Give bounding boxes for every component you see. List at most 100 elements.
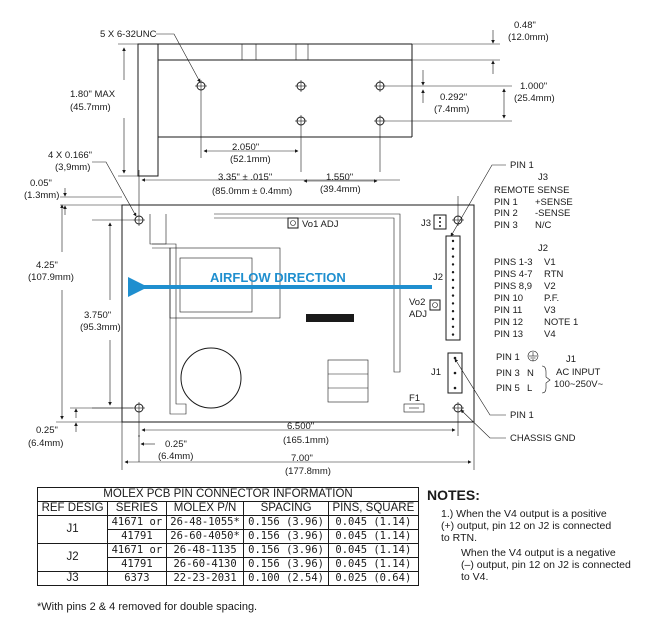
table-cell: 0.045 (1.14) <box>327 529 420 544</box>
bottom-in: 0.25" <box>36 425 58 436</box>
hole-x-in: 3.35" ± .015" <box>218 172 272 183</box>
j2-pin: PIN 10 <box>494 293 523 304</box>
table-cell: 0.156 (3.96) <box>243 543 329 558</box>
width-h-in: 4.25" <box>36 260 58 271</box>
table-cell: 26-48-1055* <box>165 515 245 530</box>
table-cell: 0.156 (3.96) <box>243 515 329 530</box>
edge-mm: (1.3mm) <box>24 190 59 201</box>
table-row: J2 41671 or 26-48-1135 0.156 (3.96) 0.04… <box>36 543 420 572</box>
right-mm: (25.4mm) <box>514 93 555 104</box>
j3-fn: +SENSE <box>535 197 573 208</box>
left-mm: (6.4mm) <box>158 451 193 462</box>
j2-label: J2 <box>433 272 443 283</box>
table-footnote: *With pins 2 & 4 removed for double spac… <box>37 601 258 613</box>
table-cell: 6373 <box>107 571 167 586</box>
j2-fn: V4 <box>544 329 556 340</box>
j3-pin: PIN 2 <box>494 208 518 219</box>
table-cell: 0.100 (2.54) <box>243 571 329 586</box>
notes-title: NOTES: <box>427 487 480 503</box>
mounting-hole <box>133 214 145 226</box>
length2-mm: (177.8mm) <box>285 466 331 477</box>
j2-pin-dot <box>451 271 455 274</box>
column-header: REF DESIG <box>36 501 109 516</box>
column-header: PINS, SQUARE <box>327 501 420 516</box>
j2-pin: PIN 12 <box>494 317 523 328</box>
table-cell: 41671 or <box>107 543 167 558</box>
j2-pin-dot <box>451 310 455 313</box>
column-header: SERIES <box>107 501 167 516</box>
bottom-mm: (6.4mm) <box>28 438 63 449</box>
j2-pin-dot <box>451 302 455 305</box>
ref-desig-cell: J2 <box>36 543 109 572</box>
j2-fn: V1 <box>544 257 556 268</box>
vo2-label-b: ADJ <box>409 309 427 320</box>
j2-pin: PINS 8,9 <box>494 281 532 292</box>
table-row: J3 6373 22-23-2031 0.100 (2.54) 0.025 (0… <box>36 571 420 586</box>
j2-pin-dot <box>451 255 455 258</box>
table-row: 41791 26-60-4130 0.156 (3.96) 0.045 (1.1… <box>38 557 420 572</box>
left-in: 0.25" <box>165 439 187 450</box>
screw-callout: 5 X 6-32UNC <box>100 29 157 40</box>
j1-connector <box>447 352 463 394</box>
hole-offset-mm: (7.4mm) <box>434 104 469 115</box>
j2-pin-dot <box>451 317 455 321</box>
j2-fn: RTN <box>544 269 563 280</box>
right-in: 1.000" <box>520 81 547 92</box>
table-cell: 0.045 (1.14) <box>327 515 420 530</box>
length2-in: 7.00" <box>291 453 313 464</box>
side-flange <box>137 43 159 177</box>
table-cell: 22-23-2031 <box>165 571 245 586</box>
j3-fn: -SENSE <box>535 208 570 219</box>
height-in: 1.80" MAX <box>70 89 116 100</box>
f1-label: F1 <box>409 393 420 404</box>
table-cell: 41791 <box>107 529 167 544</box>
j2-fn: P.F. <box>544 293 559 304</box>
length1-mm: (165.1mm) <box>283 435 329 446</box>
table-cell: 26-60-4050* <box>165 529 245 544</box>
j2-pin-dot <box>451 294 455 297</box>
j2-pinout-title: J2 <box>538 243 548 254</box>
j2-pinout: J2 PINS 1-3 V1 PINS 4-7 RTN PINS 8,9 V2 … <box>494 243 578 340</box>
note-1b: When the V4 output is a negative (–) out… <box>461 547 631 583</box>
j2-pin: PIN 13 <box>494 329 523 340</box>
capacitor <box>180 347 242 409</box>
j3-pinout-title: J3 <box>538 172 548 183</box>
top-view: Vo1 ADJ Vo2 ADJ J3 J2 J1 F1 AIRFLOW DIRE… <box>24 150 576 477</box>
height-mm: (45.7mm) <box>70 102 111 113</box>
j2-pin-dot <box>451 263 455 266</box>
hole-y-in: 3.750" <box>84 310 111 321</box>
j2-pin: PINS 1-3 <box>494 257 533 268</box>
j2-fn: NOTE 1 <box>544 317 578 328</box>
table-cell: 0.045 (1.14) <box>327 543 420 558</box>
pin1-top-label: PIN 1 <box>510 160 534 171</box>
molex-table-title: MOLEX PCB PIN CONNECTOR INFORMATION <box>37 487 419 502</box>
ground-icon <box>527 350 539 362</box>
j3-pinout-subtitle: REMOTE SENSE <box>494 185 570 196</box>
note-1: 1.) When the V4 output is a positive (+)… <box>441 508 612 544</box>
table-row: 41791 26-60-4050* 0.156 (3.96) 0.045 (1.… <box>38 529 420 544</box>
screw-hole <box>295 115 307 127</box>
j1-pinout: J1 PIN 1 PIN 3 N PIN 5 L AC INPUT 100~25… <box>496 350 604 394</box>
mechanical-drawing: 5 X 6-32UNC 1.80" MAX (45.7mm) 0.48" (12… <box>24 20 604 477</box>
j2-pin: PIN 11 <box>494 305 522 316</box>
airflow-label: AIRFLOW DIRECTION <box>210 270 346 285</box>
j2-pin-dot <box>451 239 455 243</box>
pin1-bottom-label: PIN 1 <box>510 410 534 421</box>
table-cell: 0.156 (3.96) <box>243 557 329 572</box>
table-cell: 0.045 (1.14) <box>327 557 420 572</box>
side-view: 5 X 6-32UNC 1.80" MAX (45.7mm) 0.48" (12… <box>70 20 555 195</box>
top-offset-in: 0.48" <box>514 20 536 31</box>
brace-icon <box>541 365 551 394</box>
component-block <box>306 314 354 322</box>
column-header: MOLEX P/N <box>165 501 245 516</box>
j1-input-line1: AC INPUT <box>556 367 601 378</box>
j2-pin: PINS 4-7 <box>494 269 533 280</box>
vo2-label-a: Vo2 <box>409 297 425 308</box>
table-cell: 0.156 (3.96) <box>243 529 329 544</box>
hole-span2-in: 1.550" <box>326 172 353 183</box>
mounting-hole <box>452 402 464 414</box>
ref-desig-cell: J1 <box>36 515 109 544</box>
width-h-mm: (107.9mm) <box>28 272 74 283</box>
j1-pinout-title: J1 <box>566 354 576 365</box>
j1-pin: PIN 1 <box>496 352 520 363</box>
